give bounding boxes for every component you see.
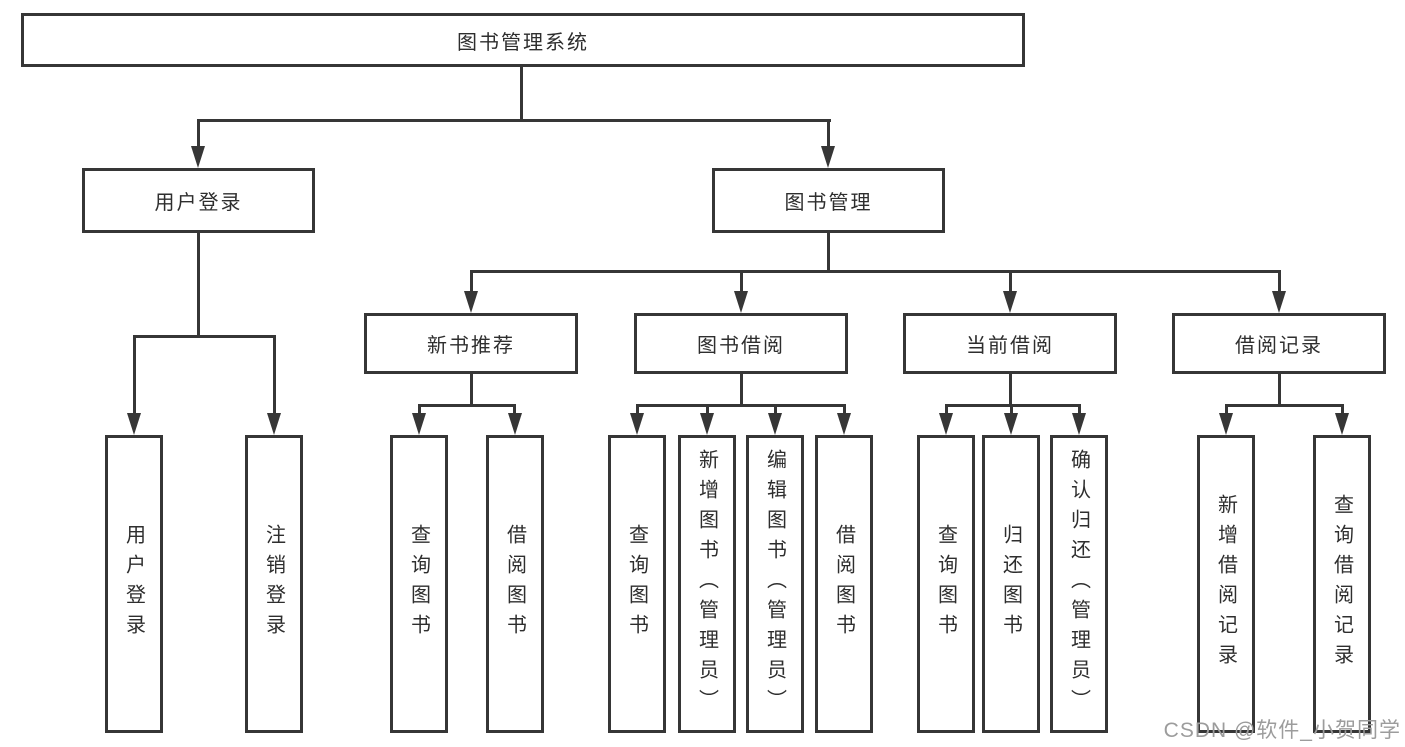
leaf-add-borrow-record: 新增借阅记录	[1197, 435, 1255, 733]
connector-drop-current	[1009, 270, 1012, 293]
connector-drop-d1	[945, 404, 948, 415]
connector-current-stem	[1009, 374, 1012, 407]
arrowhead-current	[1003, 291, 1017, 313]
connector-newbooks-stem	[470, 374, 473, 407]
node-library-system: 图书管理系统	[21, 13, 1025, 67]
connector-drop-user-login	[197, 119, 200, 148]
leaf-query-books-recommend: 查询图书	[390, 435, 448, 733]
node-book-mgmt: 图书管理	[712, 168, 945, 233]
leaf-borrow-books-label: 借阅图书	[832, 524, 855, 644]
connector-bookmgmt-bar	[470, 270, 1280, 273]
leaf-edit-books-admin-label: 编辑图书（管理员）	[763, 449, 786, 719]
connector-root-bar	[197, 119, 831, 122]
leaf-query-books-current-label: 查询图书	[934, 524, 957, 644]
connector-records-stem	[1278, 374, 1281, 407]
connector-drop-e1	[1225, 404, 1228, 415]
connector-drop-d3	[1078, 404, 1081, 415]
arrowhead-login	[127, 413, 141, 435]
connector-drop-d2	[1010, 404, 1013, 415]
node-borrow-records-label: 借阅记录	[1235, 335, 1323, 357]
arrowhead-d3	[1072, 413, 1086, 435]
arrowhead-c3	[768, 413, 782, 435]
arrowhead-e1	[1219, 413, 1233, 435]
leaf-query-books-borrowing: 查询图书	[608, 435, 666, 733]
leaf-query-borrow-record: 查询借阅记录	[1313, 435, 1371, 733]
connector-drop-c2	[706, 404, 709, 415]
leaf-user-login: 用户登录	[105, 435, 163, 733]
leaf-edit-books-admin: 编辑图书（管理员）	[746, 435, 804, 733]
leaf-return-books: 归还图书	[982, 435, 1040, 733]
node-library-system-label: 图书管理系统	[457, 31, 589, 54]
leaf-borrow-books: 借阅图书	[815, 435, 873, 733]
connector-userlogin-bar	[133, 335, 275, 338]
csdn-watermark: CSDN @软件_小贺同学	[1163, 719, 1401, 742]
leaf-query-books-borrowing-label: 查询图书	[625, 524, 648, 644]
arrowhead-c4	[837, 413, 851, 435]
leaf-add-borrow-record-label: 新增借阅记录	[1214, 494, 1237, 674]
leaf-logout: 注销登录	[245, 435, 303, 733]
connector-newbooks-bar	[418, 404, 516, 407]
connector-drop-b1	[418, 404, 421, 415]
arrowhead-borrowing	[734, 291, 748, 313]
arrowhead-records	[1272, 291, 1286, 313]
connector-records-bar	[1225, 404, 1343, 407]
connector-drop-book-mgmt	[827, 119, 830, 148]
arrowhead-d2	[1004, 413, 1018, 435]
node-new-book-recommend-label: 新书推荐	[427, 335, 515, 357]
leaf-return-books-label: 归还图书	[999, 524, 1022, 644]
connector-drop-c3	[774, 404, 777, 415]
connector-drop-newbooks	[470, 270, 473, 293]
node-user-login: 用户登录	[82, 168, 315, 233]
node-new-book-recommend: 新书推荐	[364, 313, 578, 374]
node-user-login-label: 用户登录	[154, 192, 243, 214]
leaf-confirm-return-admin: 确认归还（管理员）	[1050, 435, 1108, 733]
leaf-query-books-current: 查询图书	[917, 435, 975, 733]
leaf-confirm-return-admin-label: 确认归还（管理员）	[1067, 449, 1090, 719]
node-book-borrowing: 图书借阅	[634, 313, 848, 374]
arrowhead-d1	[939, 413, 953, 435]
leaf-query-borrow-record-label: 查询借阅记录	[1330, 494, 1353, 674]
connector-userlogin-stem	[197, 233, 200, 338]
connector-borrowing-stem	[740, 374, 743, 407]
node-book-mgmt-label: 图书管理	[784, 192, 873, 214]
node-borrow-records: 借阅记录	[1172, 313, 1386, 374]
arrowhead-c2	[700, 413, 714, 435]
connector-bookmgmt-stem	[827, 233, 830, 273]
leaf-add-books-admin-label: 新增图书（管理员）	[695, 449, 718, 719]
connector-drop-login	[133, 335, 136, 415]
leaf-query-books-recommend-label: 查询图书	[407, 524, 430, 644]
node-current-borrowing-label: 当前借阅	[966, 335, 1054, 357]
leaf-user-login-label: 用户登录	[122, 524, 145, 644]
connector-root-stem	[520, 66, 523, 122]
connector-drop-e2	[1341, 404, 1344, 415]
connector-drop-logout	[273, 335, 276, 415]
arrowhead-book-mgmt	[821, 146, 835, 168]
arrowhead-c1	[630, 413, 644, 435]
connector-drop-c1	[636, 404, 639, 415]
arrowhead-user-login	[191, 146, 205, 168]
node-current-borrowing: 当前借阅	[903, 313, 1117, 374]
node-book-borrowing-label: 图书借阅	[697, 335, 785, 357]
leaf-borrow-books-recommend-label: 借阅图书	[503, 524, 526, 644]
arrowhead-b2	[508, 413, 522, 435]
arrowhead-logout	[267, 413, 281, 435]
connector-borrowing-bar	[636, 404, 845, 407]
leaf-logout-label: 注销登录	[262, 524, 285, 644]
arrowhead-e2	[1335, 413, 1349, 435]
leaf-borrow-books-recommend: 借阅图书	[486, 435, 544, 733]
connector-drop-records	[1278, 270, 1281, 293]
leaf-add-books-admin: 新增图书（管理员）	[678, 435, 736, 733]
arrowhead-b1	[412, 413, 426, 435]
arrowhead-newbooks	[464, 291, 478, 313]
connector-drop-b2	[513, 404, 516, 415]
connector-drop-borrowing	[740, 270, 743, 293]
connector-drop-c4	[843, 404, 846, 415]
